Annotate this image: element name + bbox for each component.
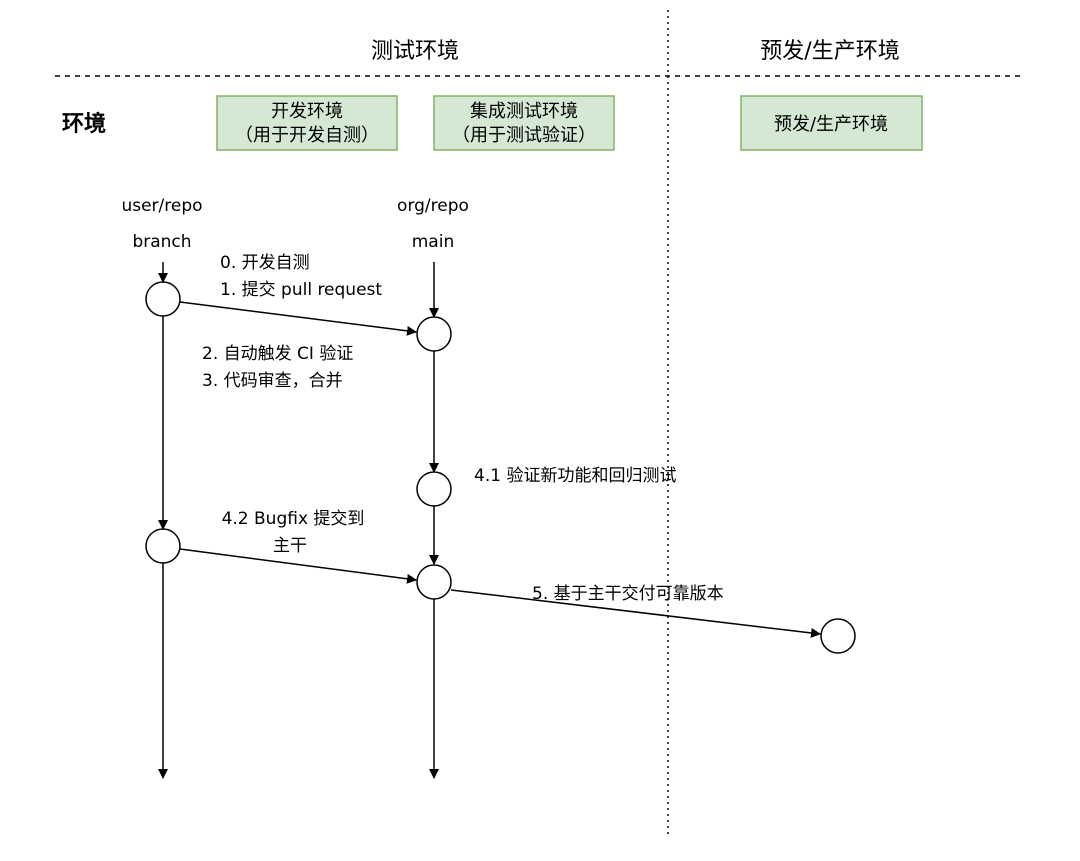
step-4-2-label-line1: 4.2 Bugfix 提交到 (222, 509, 365, 529)
org-main-label: main (412, 232, 454, 252)
step-4-1-label: 4.1 验证新功能和回归测试 (474, 466, 676, 486)
step-2-label: 2. 自动触发 CI 验证 (202, 344, 353, 364)
org-repo-label: org/repo (397, 196, 469, 216)
main-commit-node-3 (416, 564, 452, 600)
step-1-label: 1. 提交 pull request (220, 280, 382, 300)
preprod-env-box-label: 预发/生产环境 (774, 114, 888, 135)
pull-request-arrow (179, 301, 417, 336)
bugfix-merge-arrow (179, 548, 417, 584)
branch-commit-node-2 (145, 528, 181, 564)
dev-env-box: 开发环境 （用于开发自测） (216, 95, 398, 151)
user-repo-label: user/repo (121, 196, 202, 216)
preprod-env-box: 预发/生产环境 (740, 95, 923, 151)
step-3-label: 3. 代码审查，合并 (202, 371, 343, 391)
env-row-label: 环境 (62, 111, 106, 137)
preprod-release-node (820, 618, 856, 654)
user-branch-label: branch (132, 232, 191, 252)
step-5-label: 5. 基于主干交付可靠版本 (532, 584, 724, 604)
release-arrow (450, 589, 821, 638)
integration-env-box-line1: 集成测试环境 (470, 101, 578, 122)
main-commit-node-1 (416, 316, 452, 352)
integration-env-box-line2: （用于测试验证） (452, 125, 596, 146)
branch-commit-node-1 (145, 281, 181, 317)
integration-env-box: 集成测试环境 （用于测试验证） (433, 95, 615, 151)
dev-env-box-line1: 开发环境 (271, 101, 343, 122)
main-commit-node-2 (416, 471, 452, 507)
test-env-title: 测试环境 (371, 39, 459, 64)
step-4-2-label-line2: 主干 (273, 536, 307, 556)
preprod-env-title: 预发/生产环境 (760, 39, 899, 64)
step-0-label: 0. 开发自测 (220, 253, 310, 273)
dev-env-box-line2: （用于开发自测） (235, 125, 379, 146)
